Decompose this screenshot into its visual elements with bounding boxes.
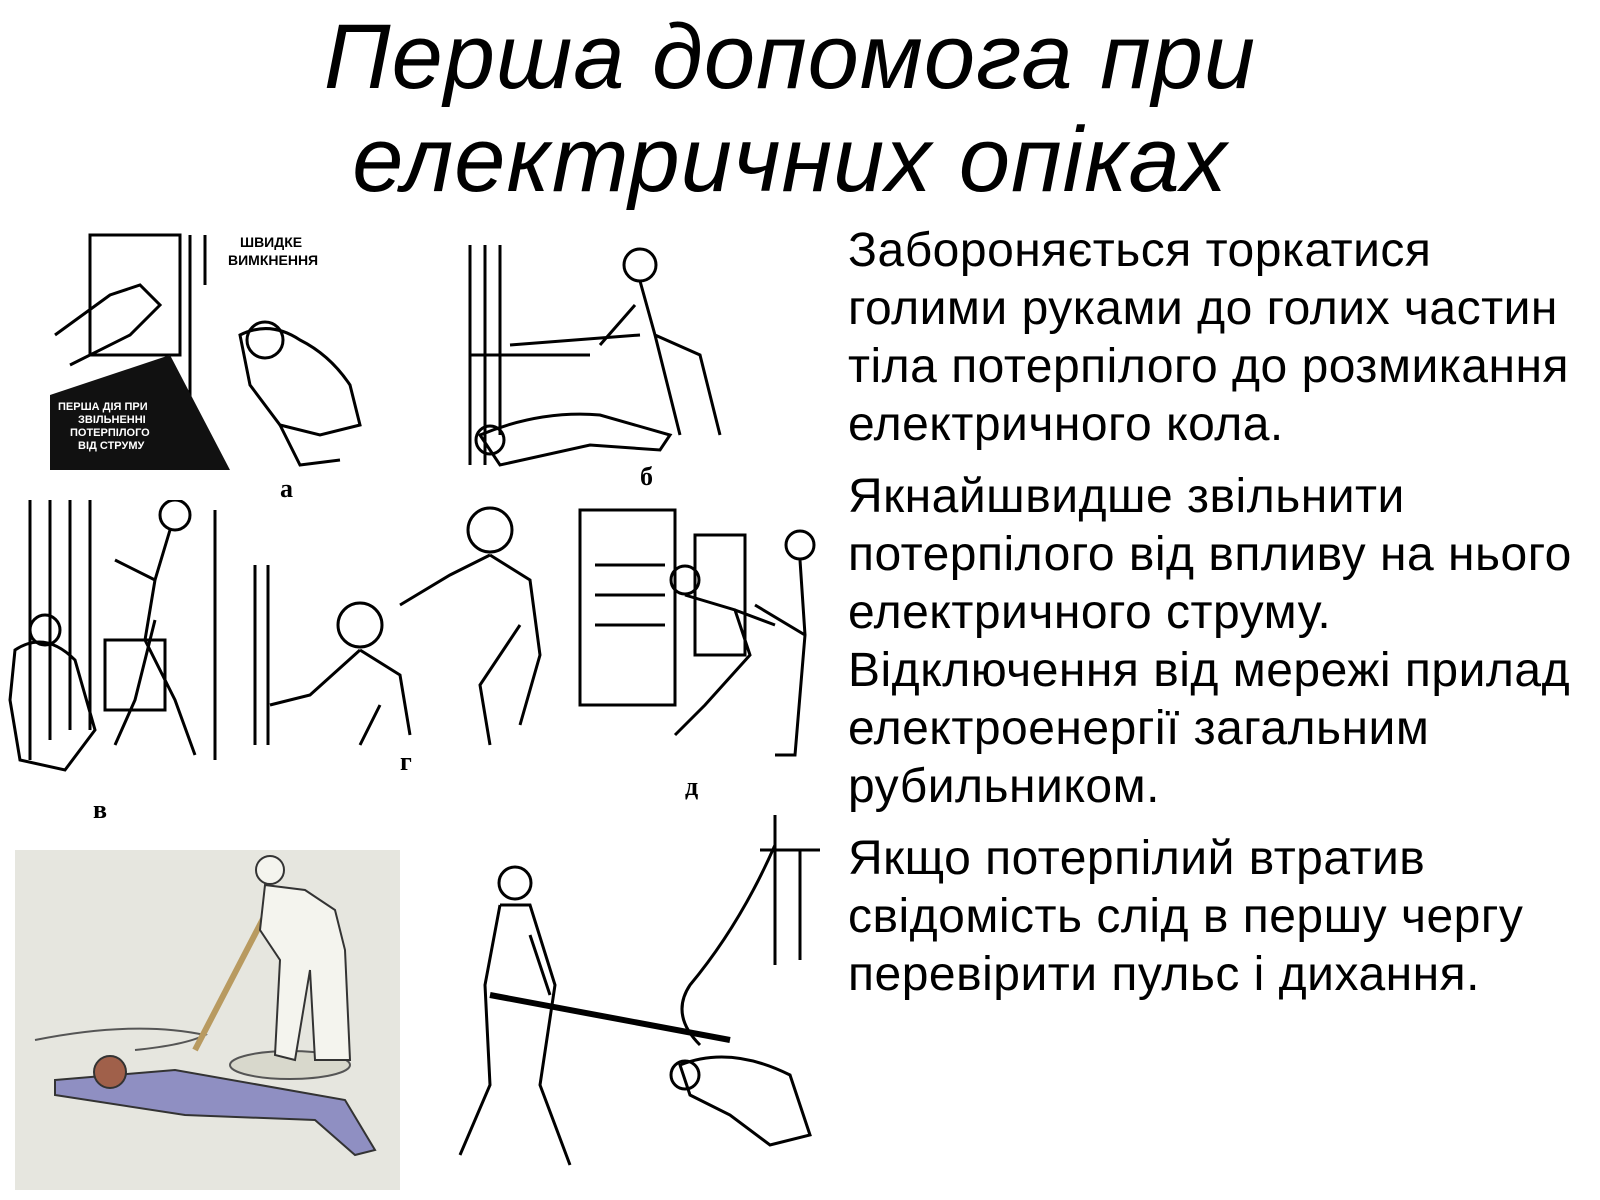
panel-label-d: д <box>685 772 698 801</box>
illustration-panel-g: г <box>253 506 542 776</box>
slide-title: Перша допомога при електричних опіках <box>230 6 1350 212</box>
illustration-panel-b: б <box>468 245 722 491</box>
sign-box-line-3: ПОТЕРПІЛОГО <box>70 427 150 439</box>
panel-label-b: б <box>640 462 653 491</box>
electrical-cabinet <box>578 508 677 707</box>
bullet-item: Якщо потерпілий втратив свідомість слід … <box>848 832 1524 1001</box>
illustration-panel-d: д <box>578 508 816 801</box>
sign-box-line-1: ПЕРША ДІЯ ПРИ <box>58 401 148 413</box>
illustration-panel-v: в <box>8 500 217 824</box>
bullet-item: Забороняється торкатися голими руками до… <box>848 224 1570 451</box>
panel-label-g: г <box>400 747 412 776</box>
illustration-dielectric-stick <box>15 850 400 1190</box>
insulated-rod <box>489 992 731 1043</box>
sign-box-line-2: ЗВІЛЬНЕННІ <box>78 414 146 426</box>
panel-label-a: а <box>280 474 293 503</box>
illustration-insulated-rod <box>458 815 820 1166</box>
bullet-list: Забороняється торкатися голими руками до… <box>848 222 1588 1018</box>
panel-label-v: в <box>93 795 107 824</box>
sign-top-line-1: ШВИДКЕ <box>240 234 302 250</box>
switch-box <box>88 233 182 357</box>
dielectric-stick <box>192 913 268 1052</box>
sign-box-line-4: ВІД СТРУМУ <box>78 440 144 452</box>
title-line-1: Перша допомога при <box>323 6 1257 108</box>
instruction-sign <box>50 355 230 470</box>
bullet-item: Якнайшвидше звільнити потерпілого від вп… <box>848 470 1572 813</box>
victim-figure <box>54 1068 377 1157</box>
sign-top-line-2: ВИМКНЕННЯ <box>228 252 318 268</box>
title-line-2: електричних опіках <box>352 109 1228 211</box>
illustration-panel-a: ШВИДКЕ ВИМКНЕННЯ ПЕРША ДІЯ ПРИ ЗВІЛЬНЕНН… <box>50 233 362 503</box>
